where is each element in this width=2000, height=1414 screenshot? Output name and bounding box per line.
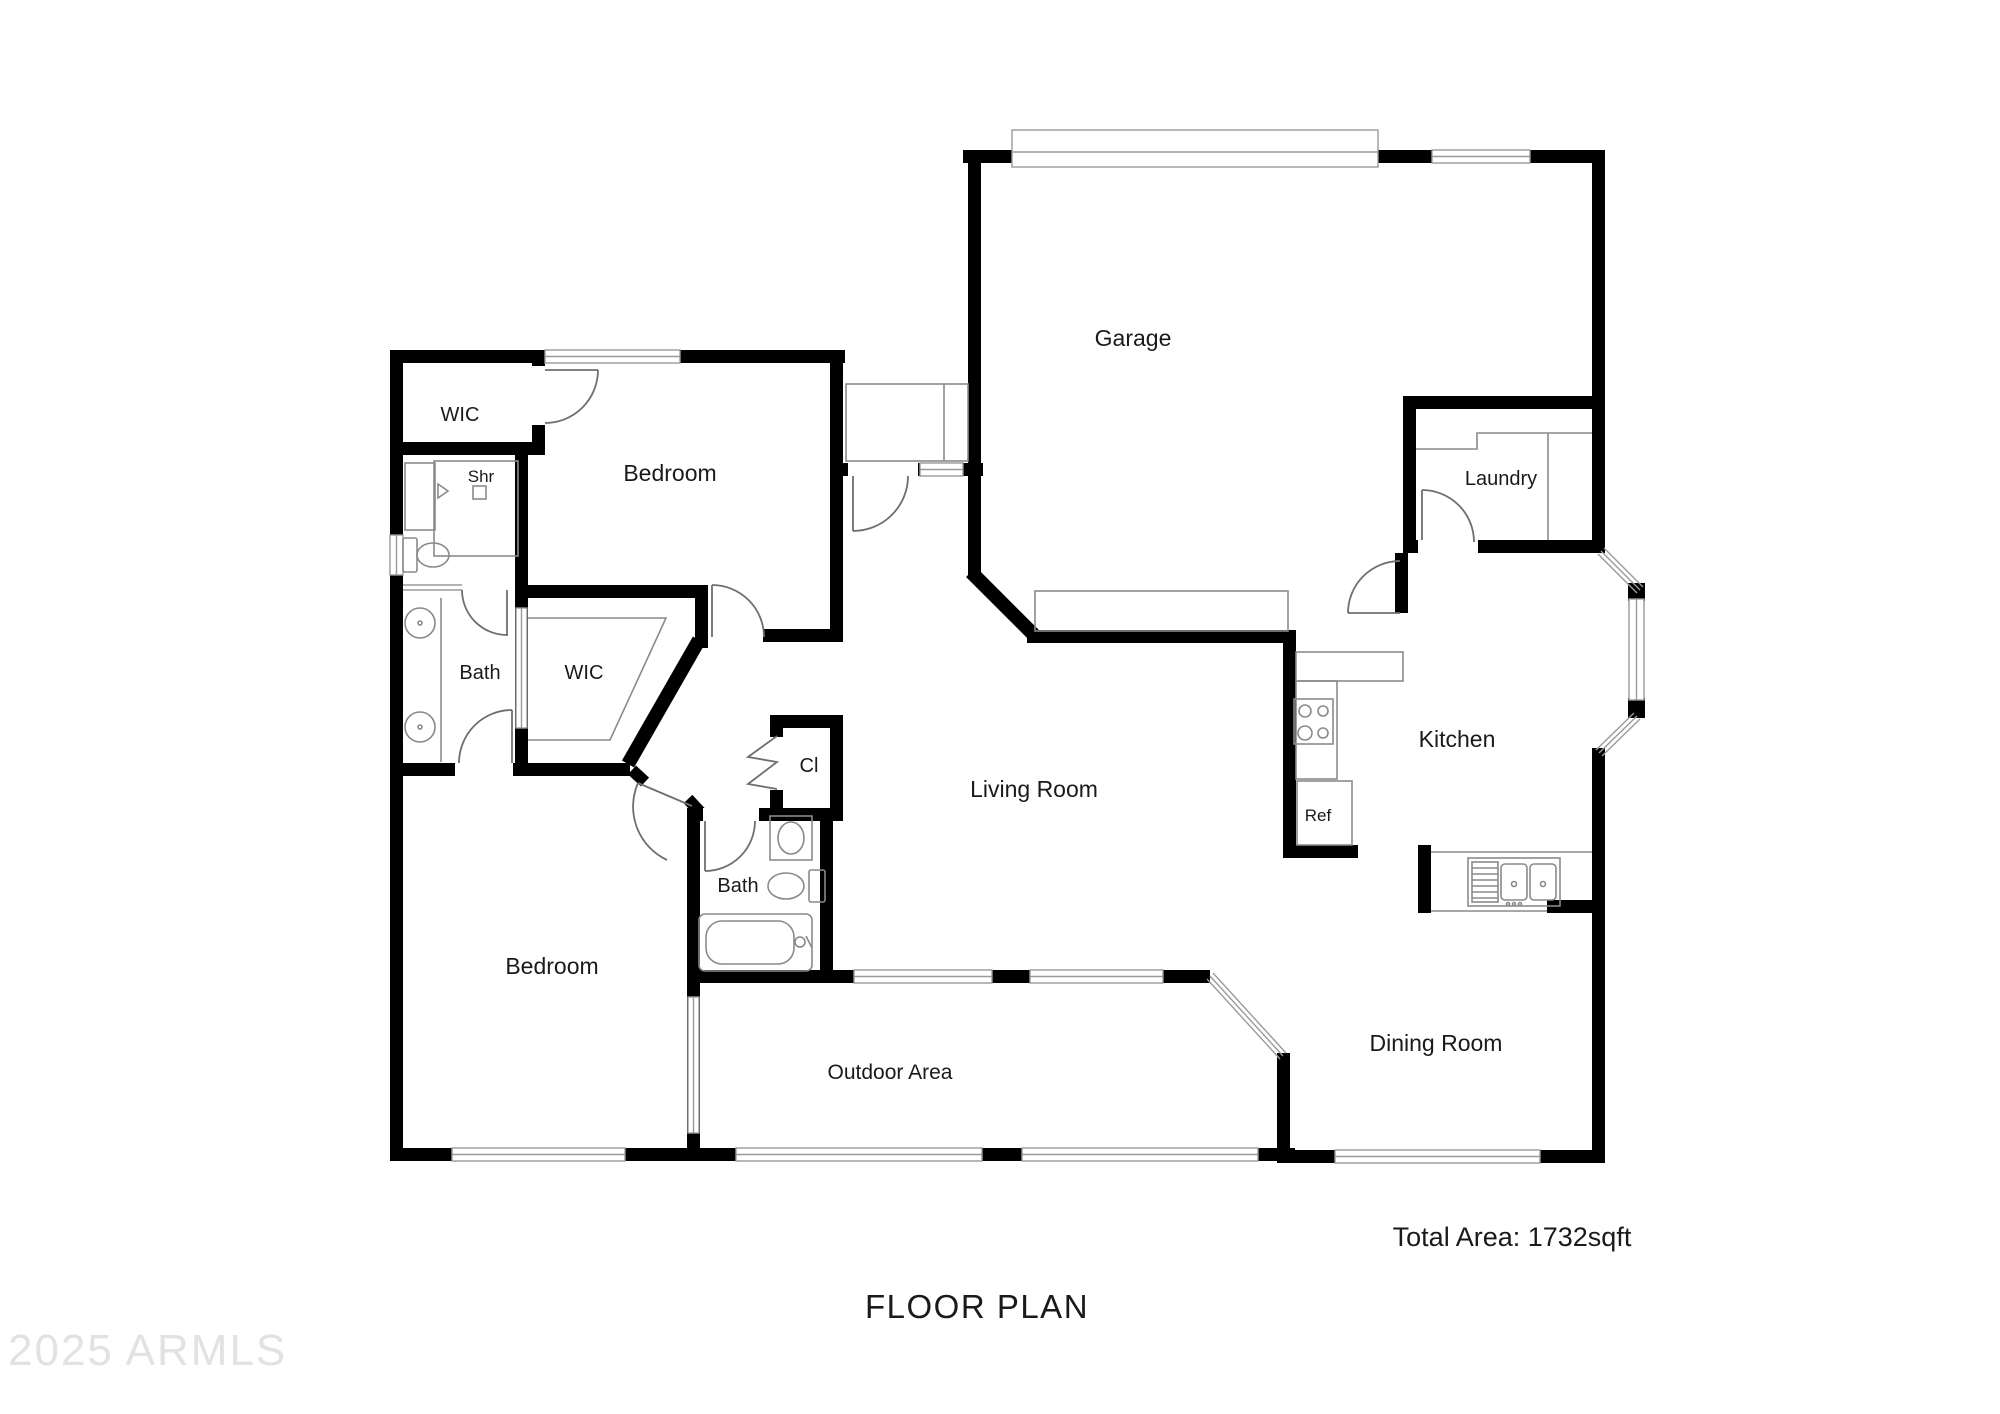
wall-garage-left — [968, 150, 981, 577]
refrigerator — [1296, 780, 1353, 846]
wall-bath2-left — [687, 808, 700, 983]
kitchen-counters — [1295, 651, 1404, 780]
window-pocket-bath1 — [515, 607, 528, 729]
label-shower: Shr — [468, 467, 495, 486]
window-outdoor-bottom-right — [1021, 1147, 1259, 1162]
wall-bath2-right — [820, 821, 833, 983]
wall-bay-post-bottom — [1628, 698, 1645, 718]
wall-wic2-diagonal — [621, 636, 706, 768]
window-bath1-left — [389, 534, 404, 576]
page-title: FLOOR PLAN — [865, 1288, 1089, 1325]
front-door — [848, 463, 918, 532]
label-wic-middle: WIC — [565, 662, 604, 684]
wall-wic1-bottom — [390, 442, 532, 455]
wall-hall-step — [763, 629, 843, 642]
label-closet: Cl — [800, 755, 819, 777]
label-bedroom-bottom: Bedroom — [505, 953, 598, 979]
wall-dining-pillar — [1277, 1053, 1290, 1163]
bath1-vanity — [404, 598, 442, 762]
label-garage: Garage — [1095, 325, 1172, 351]
total-area-text: Total Area: 1732sqft — [1393, 1222, 1632, 1252]
wall-garage-bottom — [1027, 630, 1296, 643]
window-patio-bay-diagonal — [1206, 972, 1287, 1060]
wall-kitchen-west — [1283, 630, 1296, 858]
window-garage-top — [1431, 149, 1531, 164]
label-bath-center: Bath — [717, 875, 758, 897]
bath1-cabinet — [404, 462, 436, 531]
bath2-sink — [769, 815, 813, 861]
watermark: 2025 ARMLS — [8, 1326, 287, 1375]
label-bedroom-top: Bedroom — [623, 460, 716, 486]
wall-laundry-left — [1403, 396, 1416, 553]
wall-closet-stub-top — [770, 715, 783, 737]
label-wic-top: WIC — [441, 404, 480, 426]
windows — [389, 129, 1645, 1164]
bath1-inner-door — [403, 584, 508, 636]
label-laundry: Laundry — [1465, 468, 1537, 490]
stove — [1293, 698, 1334, 745]
wall-hall-stub — [695, 598, 708, 648]
walls — [390, 150, 1645, 1163]
wall-laundry-top — [1403, 396, 1605, 409]
wall-counter-end — [1418, 845, 1431, 913]
wall-left-exterior — [390, 350, 403, 1161]
wall-bath1-bottom — [390, 763, 455, 776]
wall-closet-top — [770, 715, 843, 728]
bathtub — [698, 913, 813, 972]
window-outdoor-bottom-left — [735, 1147, 983, 1162]
window-kitchen-bay-vertical — [1628, 598, 1645, 701]
wall-garage-diagonal — [966, 567, 1041, 642]
garage-workbench — [1034, 590, 1289, 632]
window-dining-bottom — [1334, 1149, 1541, 1164]
label-outdoor-area: Outdoor Area — [828, 1061, 953, 1084]
wall-hall-diag-stub-a — [627, 765, 650, 787]
label-bath-left: Bath — [459, 662, 500, 684]
wic2-shelves — [528, 617, 668, 741]
window-bedroom1-top — [544, 349, 681, 364]
fixtures — [402, 383, 1592, 972]
window-bedroom2-bottom — [451, 1147, 626, 1162]
wall-closet-stub-bottom — [770, 790, 783, 812]
garage-door — [1011, 129, 1379, 168]
wall-bedroom1-bottom — [515, 585, 708, 598]
bedroom2-door — [632, 782, 693, 861]
window-entry — [919, 462, 964, 477]
bath1-bedroom2-door — [458, 709, 513, 764]
laundry-door — [1418, 489, 1478, 553]
wall-counter-stub — [1547, 900, 1593, 913]
bath2-door — [703, 808, 759, 872]
window-kitchen-bay-upper-diagonal — [1597, 547, 1644, 594]
wall-ref-bottom — [1283, 845, 1358, 858]
wic1-door — [532, 366, 599, 425]
labels: Garage Laundry Bedroom WIC Shr Bath WIC … — [8, 325, 1632, 1375]
wall-east — [1592, 748, 1605, 1163]
window-kitchen-bay-lower-diagonal — [1595, 712, 1641, 757]
kitchen-sink — [1431, 851, 1592, 912]
laundry-counter — [1416, 432, 1592, 540]
wall-closet-right — [830, 715, 843, 821]
closet-bifold-door — [745, 735, 780, 790]
window-outdoor-left — [687, 996, 700, 1134]
wall-garage-right — [1592, 150, 1605, 553]
label-living-room: Living Room — [970, 776, 1098, 802]
doors — [403, 366, 1478, 872]
toilet-bath1 — [402, 537, 450, 573]
wall-wic2-bottom — [513, 763, 630, 776]
wall-kitchen-door-stub — [1395, 553, 1408, 613]
toilet-bath2 — [767, 869, 826, 903]
bedroom1-door — [711, 584, 765, 638]
garage-kitchen-door — [1347, 560, 1401, 614]
wall-bedroom1-right — [830, 350, 843, 642]
shower — [433, 460, 519, 557]
window-outdoor-top-right — [1029, 969, 1164, 984]
front-porch — [845, 383, 969, 462]
window-outdoor-top-left — [853, 969, 993, 984]
label-fridge: Ref — [1305, 806, 1332, 825]
label-dining-room: Dining Room — [1370, 1030, 1503, 1056]
label-kitchen: Kitchen — [1419, 726, 1496, 752]
